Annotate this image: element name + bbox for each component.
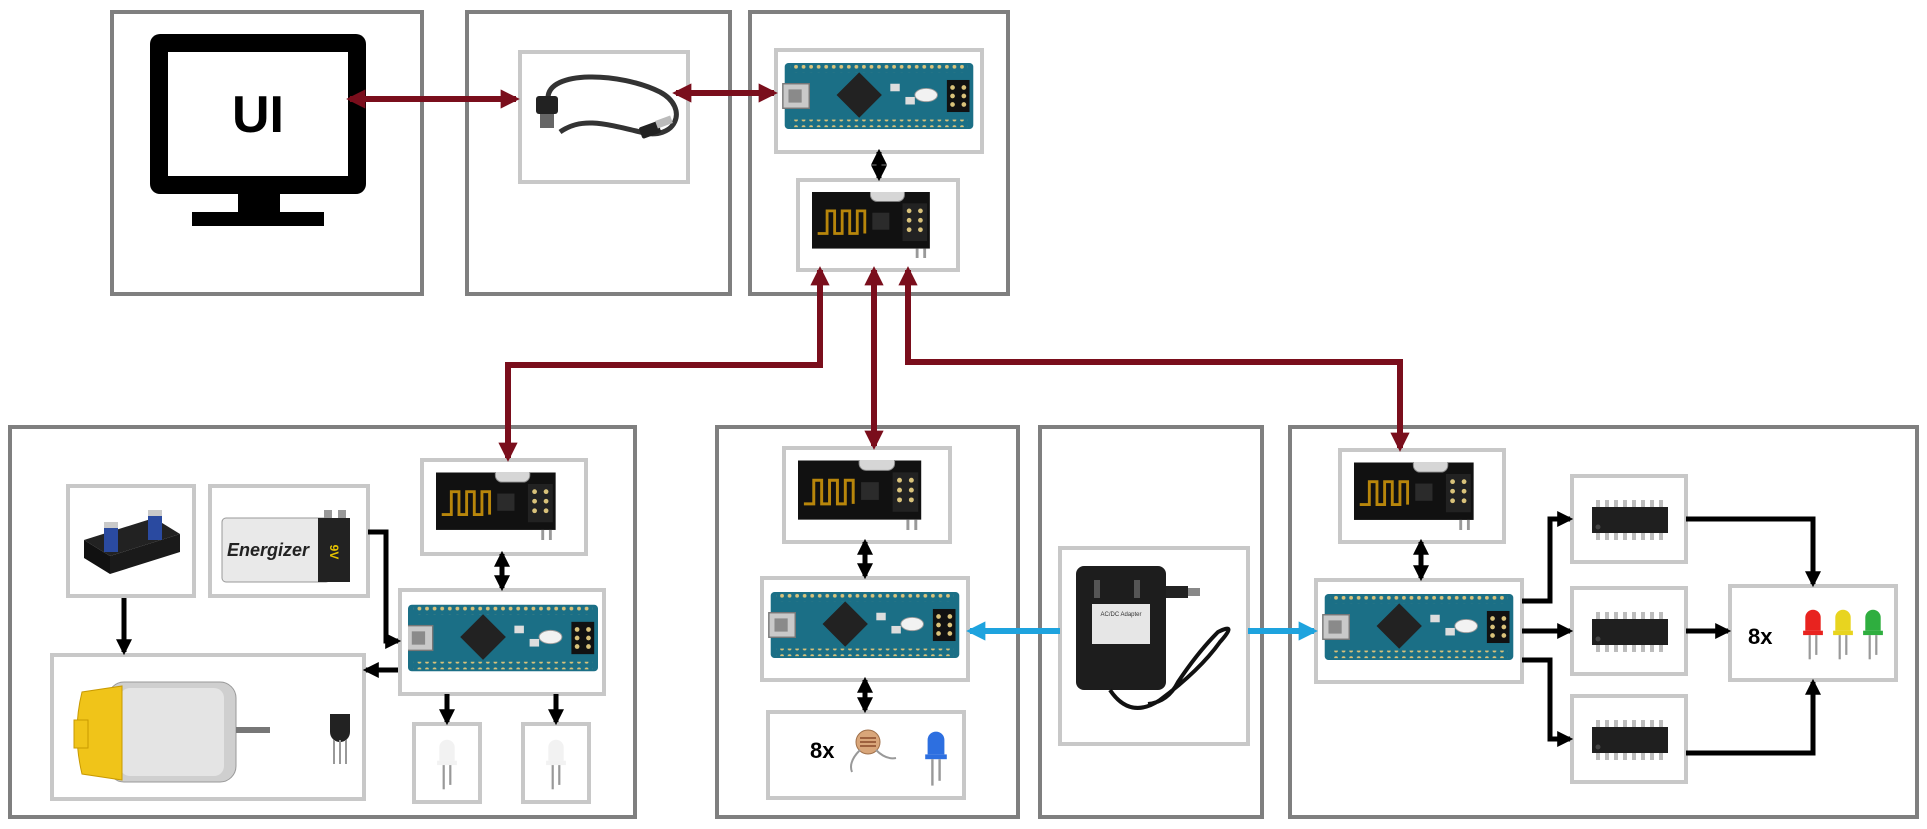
transistor-icon bbox=[330, 714, 350, 764]
rf-links bbox=[346, 83, 1410, 462]
led-box-1 bbox=[412, 722, 482, 804]
usb-cable-box bbox=[518, 50, 690, 184]
led-count-label: 8x bbox=[1748, 624, 1773, 649]
motor-box bbox=[50, 653, 366, 801]
arduino-nano-icon bbox=[782, 63, 975, 129]
link-nano-chip3 bbox=[1522, 657, 1574, 748]
ui-label: UI bbox=[232, 86, 284, 144]
sensor-rf-box bbox=[782, 446, 952, 544]
ldr-icon bbox=[850, 729, 897, 773]
link-chip3-leds bbox=[1686, 678, 1822, 756]
ldr-count-label: 8x bbox=[810, 738, 835, 763]
led-array-box: 8x bbox=[1728, 584, 1898, 682]
adapter-box: AC/DC Adapter bbox=[1058, 546, 1250, 746]
dc-motor-icon bbox=[73, 681, 270, 783]
chip-box-2 bbox=[1570, 586, 1688, 676]
data-links bbox=[115, 148, 1822, 756]
chip-box-3 bbox=[1570, 694, 1688, 784]
motor-nano-box bbox=[398, 588, 606, 696]
link-rf-motor bbox=[498, 266, 830, 462]
arduino-nano-icon bbox=[408, 604, 598, 672]
battery-holder-icon bbox=[84, 510, 180, 574]
sensor-box: 8x bbox=[766, 710, 966, 800]
link-9v-nano bbox=[368, 529, 402, 650]
battery-holder-box bbox=[66, 484, 196, 598]
led-nano-box bbox=[1314, 578, 1524, 684]
battery-brand-label: Energizer bbox=[227, 540, 310, 560]
arduino-nano-icon bbox=[768, 592, 961, 658]
battery-9v-icon: Energizer 9V bbox=[221, 510, 350, 583]
link-chip1-leds bbox=[1686, 516, 1822, 588]
monitor-icon: UI bbox=[150, 34, 366, 226]
motor-rf-box bbox=[420, 458, 588, 556]
led-box-2 bbox=[521, 722, 591, 804]
power-adapter-icon: AC/DC Adapter bbox=[1076, 566, 1231, 710]
link-nano-chip1 bbox=[1522, 510, 1574, 604]
sensor-nano-box bbox=[760, 576, 970, 682]
usb-cable-icon bbox=[536, 74, 679, 139]
arduino-nano-icon bbox=[1322, 594, 1515, 660]
base-nano-box bbox=[774, 48, 984, 154]
base-rf-box bbox=[796, 178, 960, 272]
led-rf-box bbox=[1338, 448, 1506, 544]
adapter-brand-label: AC/DC Adapter bbox=[1100, 612, 1141, 618]
battery-9v-box: Energizer 9V bbox=[208, 484, 370, 598]
chip-box-1 bbox=[1570, 474, 1688, 564]
battery-type-label: 9V bbox=[327, 545, 341, 560]
link-rf-led bbox=[898, 266, 1410, 452]
